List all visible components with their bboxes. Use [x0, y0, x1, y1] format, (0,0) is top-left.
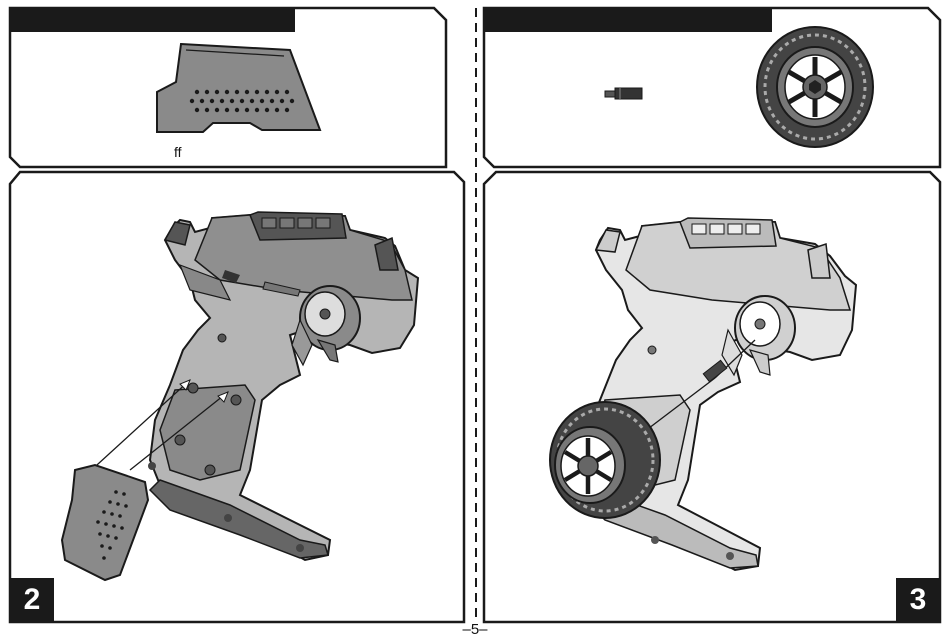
step-3-number-badge: 3	[896, 578, 940, 622]
parts-panel-left-header-bar	[10, 8, 295, 32]
parts-panel-right-header-bar	[484, 8, 772, 32]
page-number: –5–	[0, 621, 950, 638]
spare-wheel-part	[757, 27, 873, 147]
step-2-number-badge: 2	[10, 578, 54, 622]
part-label: ff	[174, 144, 182, 160]
